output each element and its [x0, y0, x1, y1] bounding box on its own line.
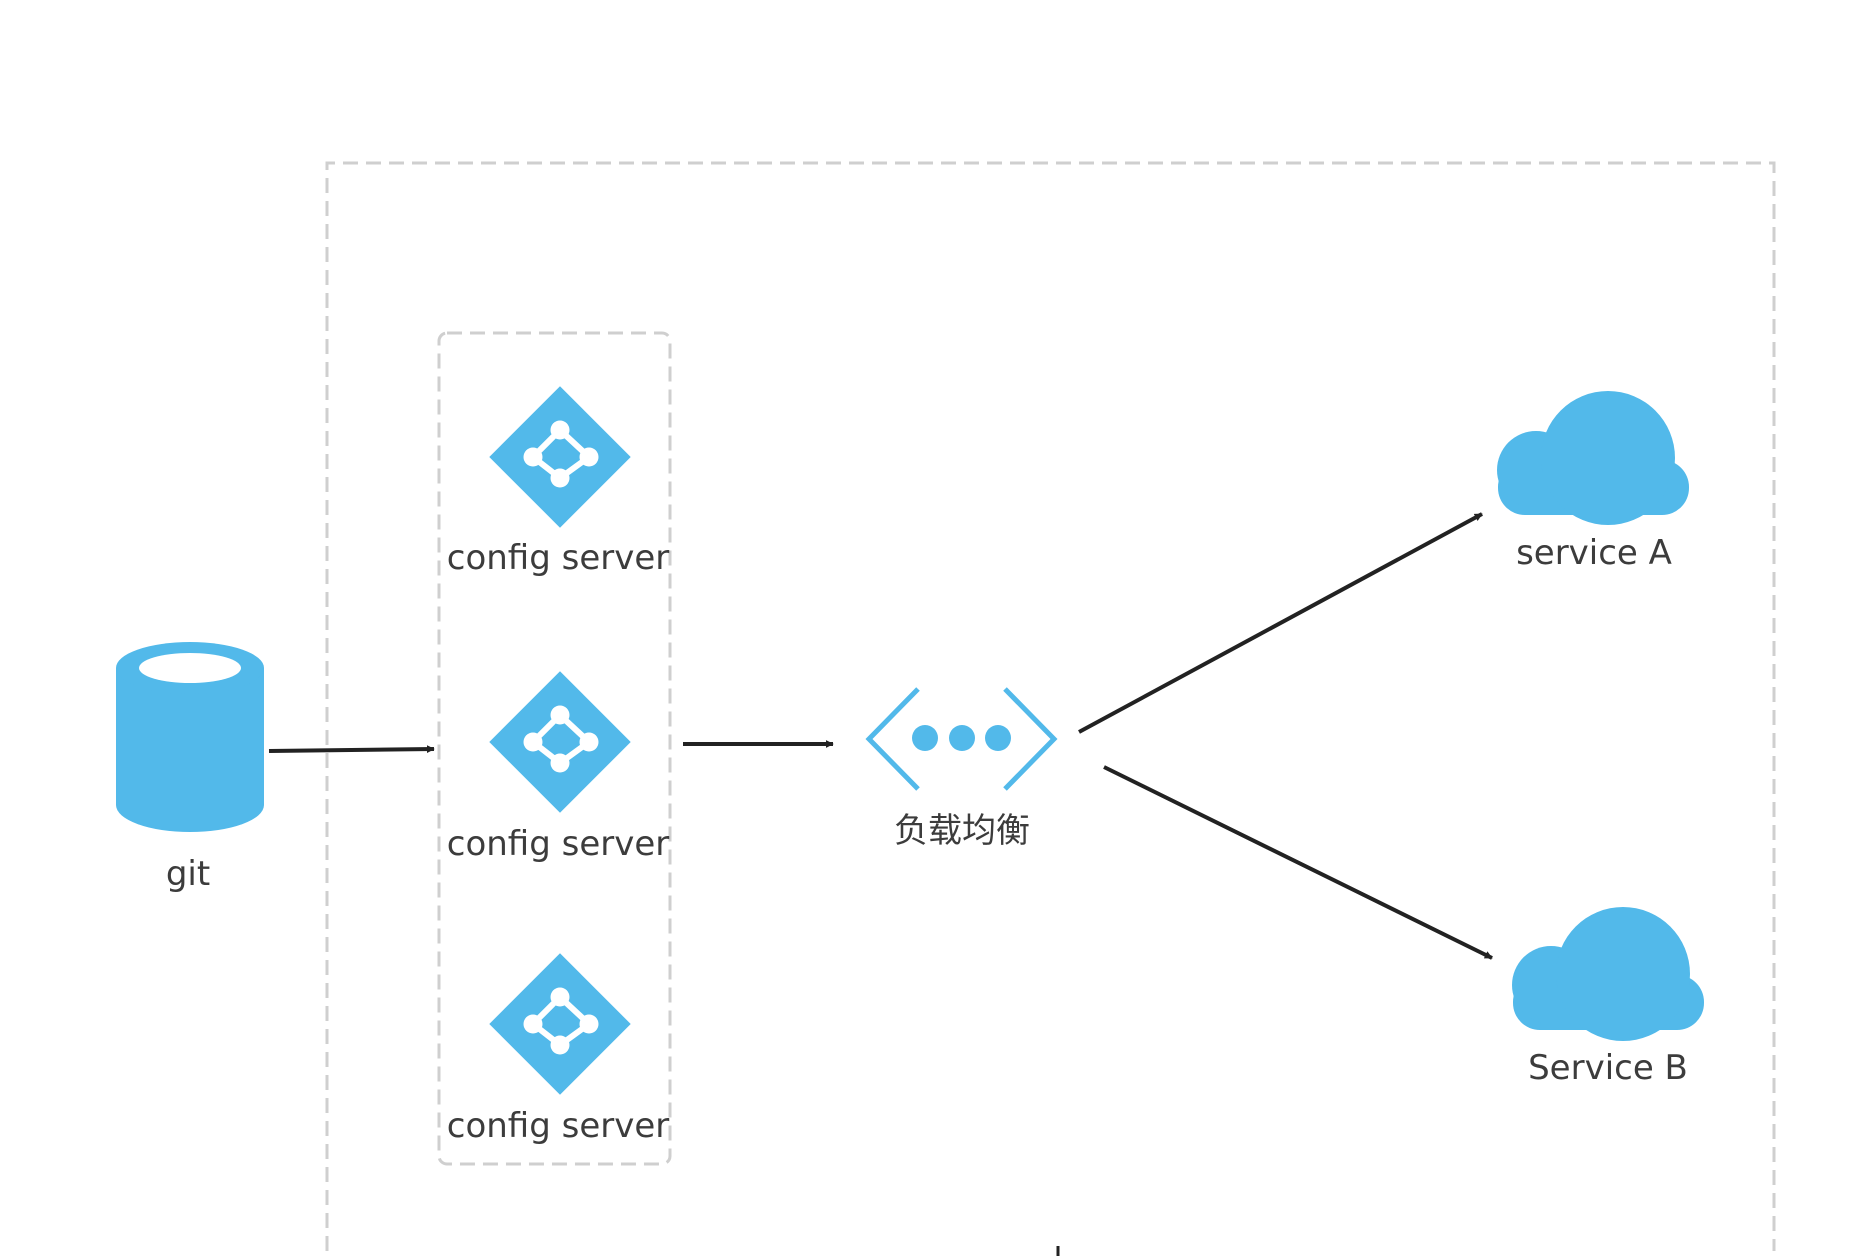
config-server-group	[437, 331, 672, 1166]
git-label: git	[166, 854, 210, 894]
config-server-label: config server	[447, 824, 669, 864]
cloud-icon	[1512, 907, 1704, 1041]
database-icon	[116, 642, 264, 832]
service-a-label: service A	[1516, 533, 1672, 573]
config-server-label: config server	[447, 538, 669, 578]
arrow-load-balancer-to-service-b	[1103, 765, 1493, 960]
config-server-node[interactable]: config server	[447, 671, 669, 864]
service-a-node[interactable]: service A	[1497, 391, 1689, 573]
cloud-icon	[1497, 391, 1689, 525]
service-b-label: Service B	[1528, 1048, 1688, 1088]
config-server-node[interactable]: config server	[447, 953, 669, 1146]
arrow-load-balancer-to-service-a	[1078, 512, 1483, 734]
config-server-label: config server	[447, 1106, 669, 1146]
outer-boundary	[325, 161, 1776, 1251]
config-server-icon	[489, 953, 630, 1094]
config-server-icon	[489, 671, 630, 812]
load-balancer-label: 负载均衡	[894, 811, 1030, 851]
service-b-node[interactable]: Service B	[1512, 907, 1704, 1088]
load-balancer-icon	[865, 687, 1058, 791]
config-server-icon	[489, 386, 630, 527]
git-node[interactable]: git	[116, 642, 264, 894]
arrow-git-to-config	[268, 745, 435, 754]
config-server-node[interactable]: config server	[447, 386, 669, 578]
load-balancer-node[interactable]: 负载均衡	[865, 687, 1058, 851]
